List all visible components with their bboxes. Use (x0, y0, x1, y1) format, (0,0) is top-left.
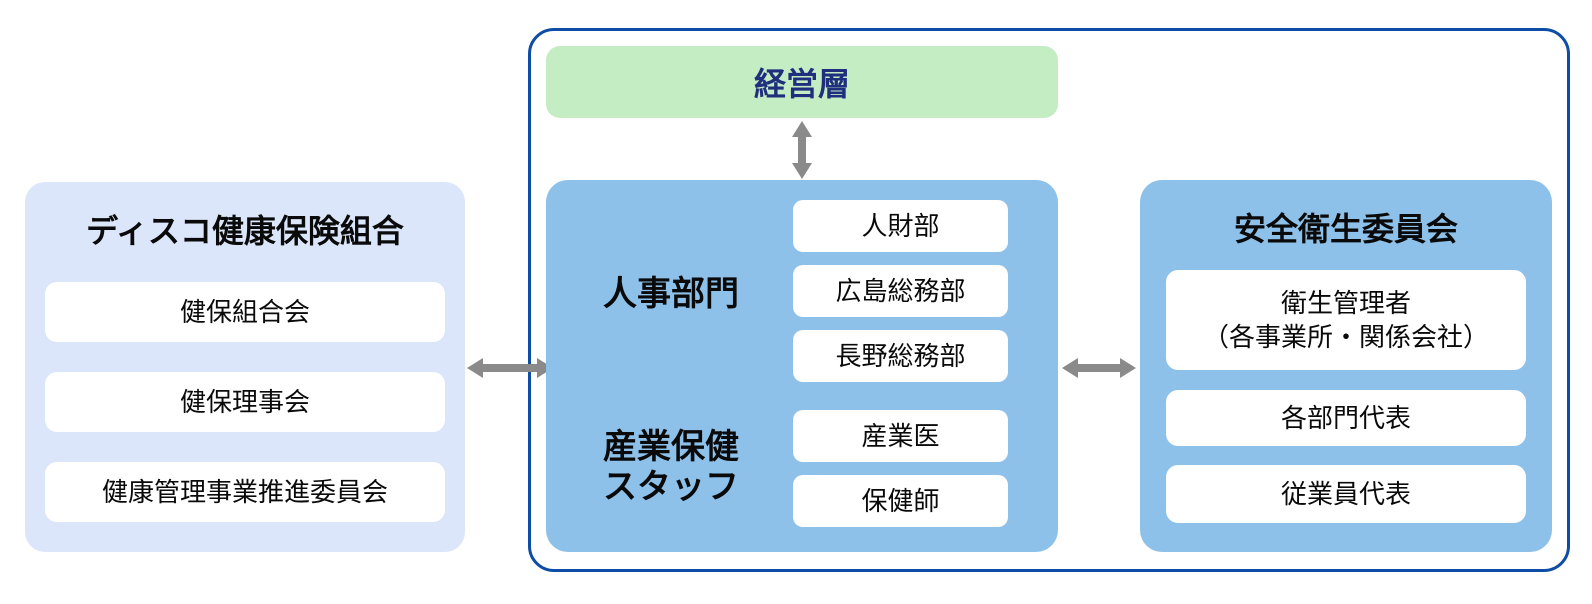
list-item-health-promotion-committee: 健康管理事業推進委員会 (45, 462, 445, 522)
ohs-section-label: 産業保健 スタッフ (603, 428, 739, 506)
list-item-jinzaibu: 人財部 (793, 200, 1008, 252)
management-layer-label: 経営層 (753, 66, 850, 102)
list-item-hokenshi: 保健師 (793, 475, 1008, 527)
left-double-arrow-icon (467, 357, 553, 379)
list-item-nagano-somubu: 長野総務部 (793, 330, 1008, 382)
list-item-kenpo-kumiaikai: 健保組合会 (45, 282, 445, 342)
list-item-sangyoi: 産業医 (793, 410, 1008, 462)
hr-and-ohs-panel: 人事部門 人財部 広島総務部 長野総務部 産業保健 スタッフ 産業医 保健師 (546, 180, 1058, 552)
list-item-hiroshima-somubu: 広島総務部 (793, 265, 1008, 317)
list-item-hygiene-manager: 衛生管理者 （各事業所・関係会社） (1166, 270, 1526, 370)
list-item-kenpo-rijikai: 健保理事会 (45, 372, 445, 432)
right-double-arrow-icon (1062, 357, 1136, 379)
safety-health-committee-title: 安全衛生委員会 (1233, 211, 1458, 247)
list-item-department-representatives: 各部門代表 (1166, 390, 1526, 446)
health-insurance-panel-title: ディスコ健康保険組合 (86, 213, 404, 249)
management-layer-box: 経営層 (546, 46, 1058, 118)
list-item-employee-representatives: 従業員代表 (1166, 465, 1526, 523)
health-insurance-panel: ディスコ健康保険組合 健保組合会 健保理事会 健康管理事業推進委員会 (25, 182, 465, 552)
safety-health-committee-panel: 安全衛生委員会 衛生管理者 （各事業所・関係会社） 各部門代表 従業員代表 (1140, 180, 1552, 552)
hr-section-label: 人事部門 (603, 275, 739, 313)
vertical-double-arrow-icon (791, 121, 813, 179)
